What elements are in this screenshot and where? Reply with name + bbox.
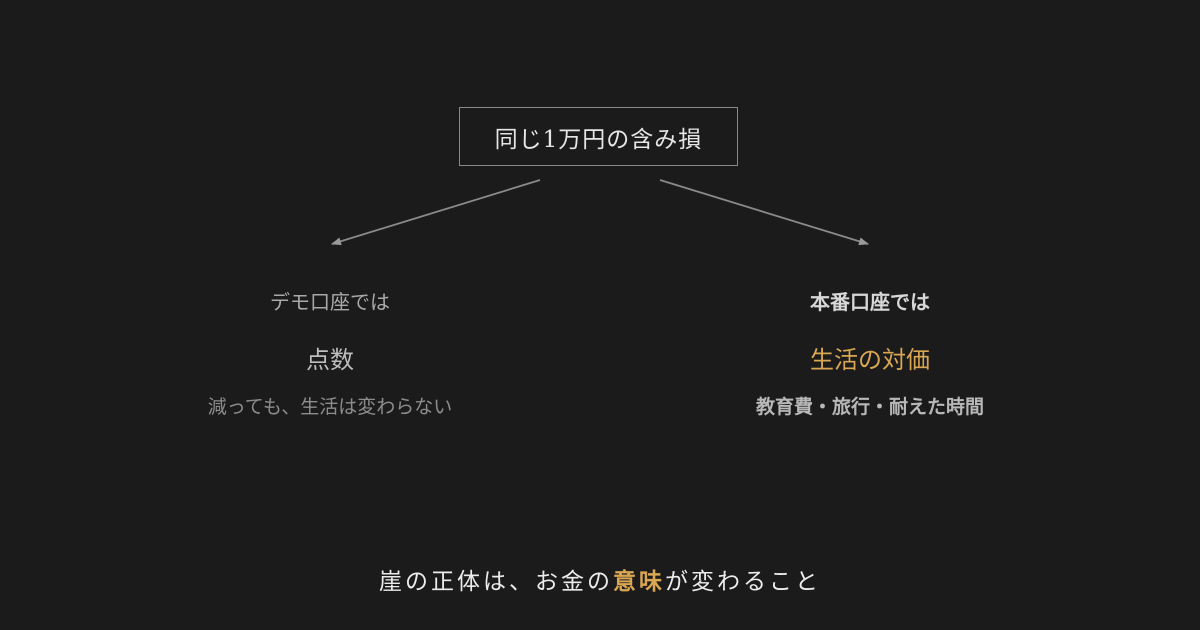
conclusion-part-2: が変わること [665, 569, 821, 595]
live-account-label: 本番口座では [810, 290, 930, 314]
top-concept-box: 同じ1万円の含み損 [459, 107, 738, 166]
conclusion-accent: 意味 [613, 568, 665, 595]
live-account-meaning: 生活の対価 [810, 346, 930, 374]
top-concept-title: 同じ1万円の含み損 [494, 126, 703, 153]
arrow-left [331, 179, 541, 246]
live-account-note: 教育費・旅行・耐えた時間 [755, 396, 984, 418]
conclusion-text: 崖の正体は、お金の意味が変わること [0, 562, 1200, 596]
arrow-right [659, 179, 869, 246]
demo-account-label: デモ口座では [270, 290, 390, 314]
demo-account-meaning: 点数 [306, 346, 354, 374]
conclusion-part-1: 崖の正体は、お金の [379, 569, 613, 595]
demo-account-note: 減っても、生活は変わらない [207, 396, 453, 418]
